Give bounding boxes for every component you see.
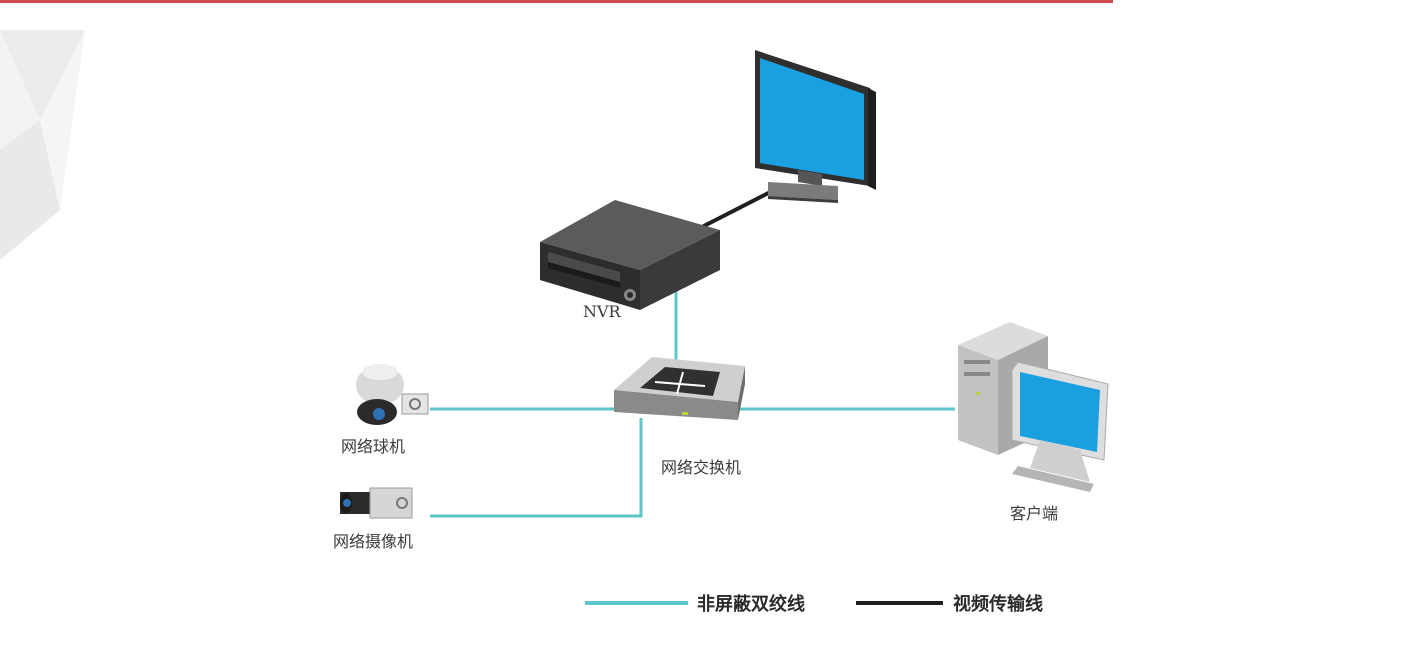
bullet-camera-icon [340,487,413,519]
bullet-camera-label: 网络摄像机 [333,532,414,551]
client-label: 客户端 [1010,504,1059,523]
decorative-facet-shape [0,30,85,260]
monitor-icon [755,50,876,203]
switch-label: 网络交换机 [661,458,742,477]
dome-camera-label: 网络球机 [341,437,406,456]
desktop-computer-icon [958,322,1109,492]
legend-utp-label: 非屏蔽双绞线 [697,594,805,615]
network-switch-icon [614,357,745,420]
dome-camera-icon [356,364,429,425]
legend-video-label: 视频传输线 [953,594,1043,615]
utp-line-bullet-switch [430,418,643,518]
nvr-recorder-icon [540,200,720,310]
legend-utp-swatch [585,601,688,605]
legend-video-swatch [856,601,943,605]
nvr-label: NVR [583,302,621,321]
top-accent-rule [0,0,1113,3]
